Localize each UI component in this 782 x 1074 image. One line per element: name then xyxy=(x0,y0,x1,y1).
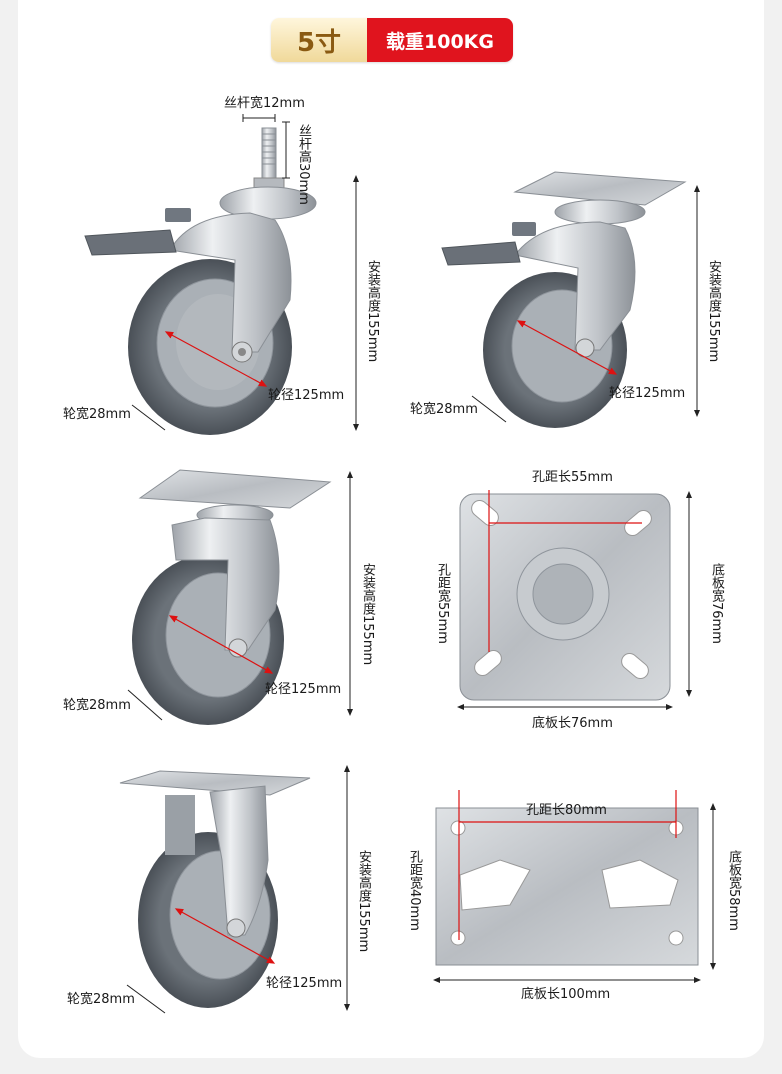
caster-rigid-illustration xyxy=(119,770,311,1008)
caster4-wheel-width-label: 轮宽28mm xyxy=(67,992,135,1007)
caster3-wheel-width-label: 轮宽28mm xyxy=(63,698,131,713)
caster1-mount-height-label: 安装高度155mm xyxy=(365,260,380,363)
caster3-mount-height-label: 安装高度155mm xyxy=(360,563,375,666)
caster3-wheel-diameter-label: 轮径125mm xyxy=(265,682,342,697)
caster1-screw-height-label: 丝杆高30mm xyxy=(296,124,311,205)
caster2-mount-height-label: 安装高度155mm xyxy=(706,260,721,363)
caster4-wheel-diameter-label: 轮径125mm xyxy=(266,976,343,991)
load-badge: 载重100KG xyxy=(367,18,513,62)
caster1-screw-width-label: 丝杆宽12mm xyxy=(224,96,305,111)
plate1-hole-length-label: 孔距长55mm xyxy=(532,470,613,485)
plate2-hole-width-label: 孔距宽40mm xyxy=(407,850,422,931)
plate2-plate-length-label: 底板长100mm xyxy=(521,987,611,1002)
plate2-plate-width-label: 底板宽58mm xyxy=(726,850,741,931)
caster-swivel-brake-illustration xyxy=(441,171,687,428)
size-badge: 5寸 xyxy=(271,18,367,62)
spec-header: 5寸 载重100KG xyxy=(271,18,513,62)
plate1-plate-width-label: 底板宽76mm xyxy=(709,563,724,644)
mounting-plate-rect-illustration xyxy=(435,807,699,966)
plate2-hole-length-label: 孔距长80mm xyxy=(526,803,607,818)
mounting-plate-square-illustration xyxy=(459,493,671,701)
caster2-wheel-diameter-label: 轮径125mm xyxy=(609,386,686,401)
plate1-hole-width-label: 孔距宽55mm xyxy=(435,563,450,644)
hole-dimension-lines xyxy=(164,320,677,964)
caster2-wheel-width-label: 轮宽28mm xyxy=(410,402,478,417)
caster4-mount-height-label: 安装高度155mm xyxy=(356,850,371,953)
dimension-lines xyxy=(126,114,716,1014)
plate1-plate-length-label: 底板长76mm xyxy=(532,716,613,731)
caster1-wheel-diameter-label: 轮径125mm xyxy=(268,388,345,403)
caster1-wheel-width-label: 轮宽28mm xyxy=(63,407,131,422)
